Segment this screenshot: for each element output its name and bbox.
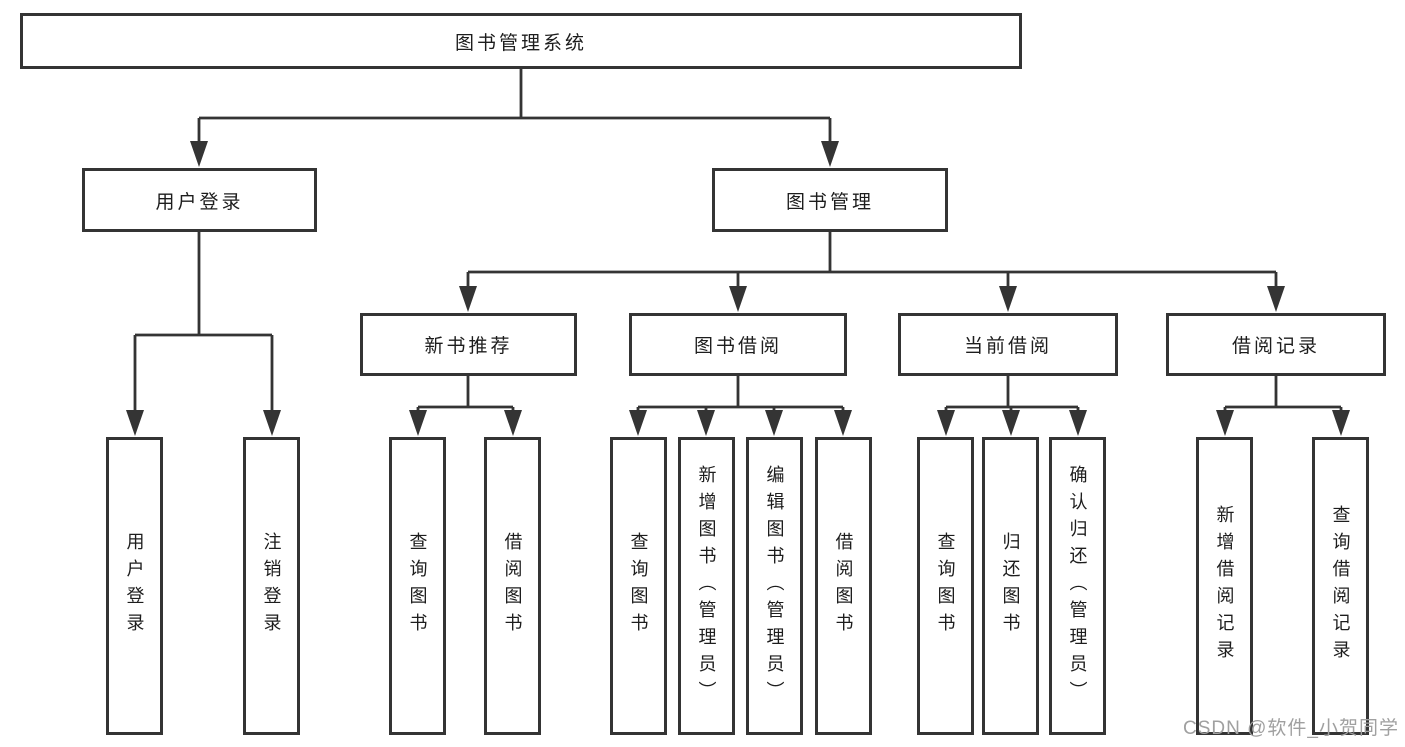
node-user-login: 用户登录 [82,168,317,232]
arrowheads [126,141,1350,436]
node-book-management: 图书管理 [712,168,948,232]
leaf-query-books-recommend: 查询图书 [389,437,446,735]
leaf-logout: 注销登录 [243,437,300,735]
leaf-query-books-borrow: 查询图书 [610,437,667,735]
leaf-query-borrow-record: 查询借阅记录 [1312,437,1369,735]
leaf-query-books-current: 查询图书 [917,437,974,735]
node-borrow-records: 借阅记录 [1166,313,1386,376]
leaf-return-books: 归还图书 [982,437,1039,735]
leaf-edit-books-admin: 编辑图书（管理员） [746,437,803,735]
csdn-watermark: CSDN @软件_小贺同学 [1183,718,1399,739]
leaf-user-login: 用户登录 [106,437,163,735]
node-new-book-recommend: 新书推荐 [360,313,577,376]
node-current-borrow: 当前借阅 [898,313,1118,376]
leaf-add-borrow-record: 新增借阅记录 [1196,437,1253,735]
node-root: 图书管理系统 [20,13,1022,69]
leaf-add-books-admin: 新增图书（管理员） [678,437,735,735]
leaf-borrow-books-recommend: 借阅图书 [484,437,541,735]
leaf-borrow-books: 借阅图书 [815,437,872,735]
leaf-confirm-return-admin: 确认归还（管理员） [1049,437,1106,735]
node-book-borrow: 图书借阅 [629,313,847,376]
